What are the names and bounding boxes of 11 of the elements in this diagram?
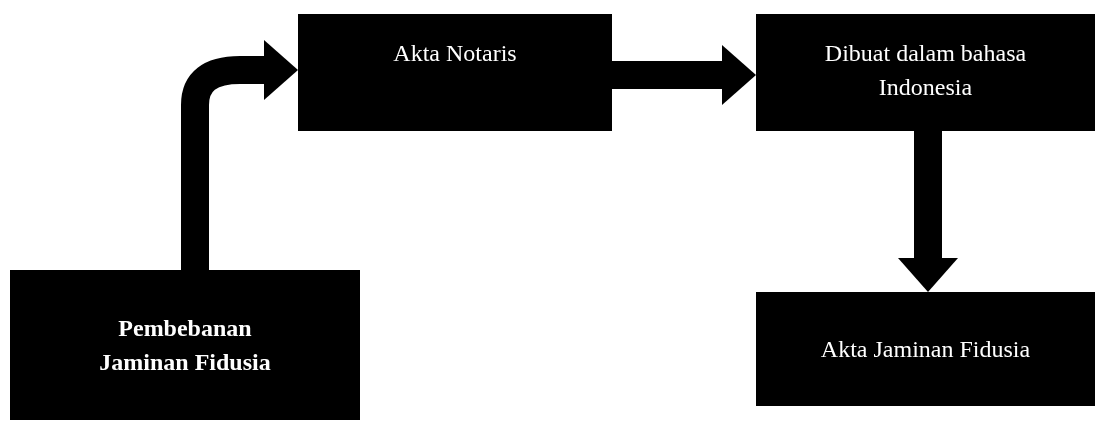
process-box — [298, 14, 612, 131]
block-arrow — [181, 40, 298, 270]
process-box — [756, 292, 1095, 406]
box-label: Akta Jaminan Fidusia — [820, 335, 1031, 364]
process-box — [10, 270, 360, 420]
block-arrow — [612, 45, 756, 105]
box-label: Akta Notaris — [393, 39, 517, 68]
process-box — [756, 14, 1095, 131]
box-label: Dibuat dalam bahasa Indonesia — [823, 39, 1028, 102]
box-label: Pembebanan Jaminan Fidusia — [98, 314, 272, 377]
block-arrow — [898, 131, 958, 292]
